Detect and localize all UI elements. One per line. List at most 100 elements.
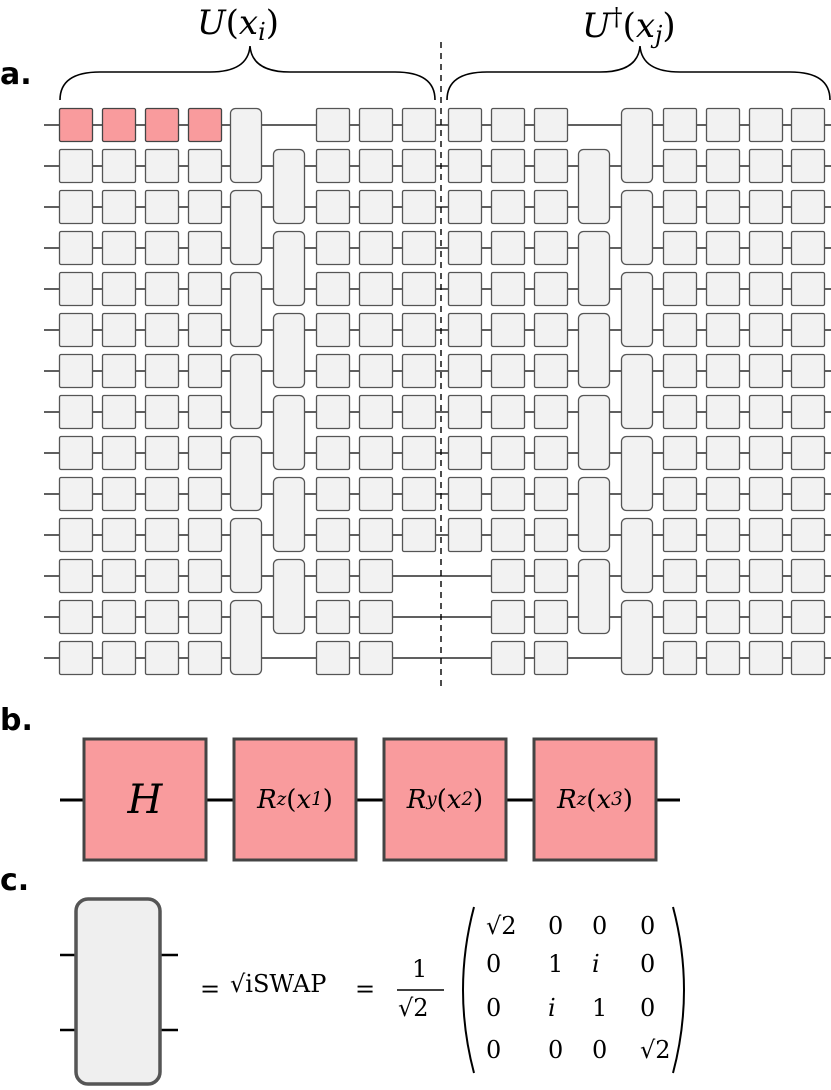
- single-qubit-gate: [101, 353, 137, 389]
- single-qubit-gate: [187, 435, 223, 471]
- single-qubit-gate: [705, 189, 741, 225]
- single-qubit-gate: [748, 230, 784, 266]
- single-qubit-gate: [187, 476, 223, 512]
- single-qubit-gate: [401, 394, 437, 430]
- single-qubit-gate: [358, 476, 394, 512]
- single-qubit-gate: [447, 107, 483, 143]
- single-qubit-gate: [315, 435, 351, 471]
- single-qubit-gate: [748, 558, 784, 594]
- single-qubit-gate: [447, 230, 483, 266]
- iswap-entangler: [577, 230, 611, 307]
- single-qubit-gate: [101, 517, 137, 553]
- single-qubit-gate: [447, 394, 483, 430]
- single-qubit-gate: [662, 353, 698, 389]
- matrix-cell: 0: [548, 912, 564, 940]
- single-qubit-gate: [705, 517, 741, 553]
- single-qubit-gate: [401, 312, 437, 348]
- single-qubit-gate: [144, 640, 180, 676]
- single-qubit-gate: [533, 599, 569, 635]
- single-qubit-gate: [101, 599, 137, 635]
- single-qubit-gate: [490, 517, 526, 553]
- single-qubit-gate: [705, 558, 741, 594]
- single-qubit-gate: [401, 148, 437, 184]
- iswap-entangler: [229, 271, 263, 348]
- single-qubit-gate: [58, 353, 94, 389]
- matrix-cell: 0: [592, 1036, 608, 1064]
- encoding-unitary-label: U(xi): [197, 3, 279, 46]
- rz-x1-gate: [232, 737, 358, 862]
- single-qubit-gate: [790, 312, 826, 348]
- single-qubit-gate: [101, 394, 137, 430]
- matrix-cell: 0: [486, 1036, 502, 1064]
- single-qubit-gate: [315, 353, 351, 389]
- single-qubit-gate: [748, 640, 784, 676]
- single-qubit-gate: [358, 353, 394, 389]
- single-qubit-gate: [490, 148, 526, 184]
- single-qubit-gate: [187, 189, 223, 225]
- single-qubit-gate: [58, 312, 94, 348]
- iswap-entangler: [229, 599, 263, 676]
- single-qubit-gate: [101, 230, 137, 266]
- equation-equals-2: =: [355, 975, 376, 1003]
- iswap-entangler: [229, 517, 263, 594]
- single-qubit-gate: [447, 353, 483, 389]
- single-qubit-gate: [401, 189, 437, 225]
- single-qubit-gate: [187, 148, 223, 184]
- iswap-entangler: [272, 476, 306, 553]
- single-qubit-gate: [144, 435, 180, 471]
- single-qubit-gate: [705, 271, 741, 307]
- iswap-gate: [74, 897, 162, 1086]
- single-qubit-gate: [533, 476, 569, 512]
- single-qubit-gate: [533, 230, 569, 266]
- single-qubit-gate: [490, 599, 526, 635]
- single-qubit-gate: [447, 271, 483, 307]
- single-qubit-gate: [58, 640, 94, 676]
- single-qubit-gate: [401, 230, 437, 266]
- single-qubit-gate: [662, 517, 698, 553]
- single-qubit-gate: [58, 148, 94, 184]
- single-qubit-gate: [748, 271, 784, 307]
- iswap-definition: [60, 897, 685, 1086]
- single-qubit-gate: [705, 148, 741, 184]
- rz-x3-gate: [532, 737, 658, 862]
- single-qubit-gate: [358, 107, 394, 143]
- iswap-entangler: [577, 558, 611, 635]
- panel-label-a: a.: [0, 57, 32, 92]
- encoding-gate: [144, 107, 180, 143]
- single-qubit-gate: [790, 517, 826, 553]
- single-qubit-gate: [358, 517, 394, 553]
- single-qubit-gate: [58, 558, 94, 594]
- single-qubit-gate: [790, 107, 826, 143]
- matrix-cell: 1: [548, 950, 564, 978]
- single-qubit-gate: [101, 148, 137, 184]
- inverse-unitary-label: U†(xj): [582, 3, 676, 49]
- single-qubit-gate: [748, 476, 784, 512]
- single-qubit-gate: [315, 148, 351, 184]
- single-qubit-gate: [447, 312, 483, 348]
- single-qubit-gate: [533, 353, 569, 389]
- single-qubit-gate: [790, 353, 826, 389]
- single-qubit-gate: [662, 230, 698, 266]
- single-qubit-gate: [790, 394, 826, 430]
- single-qubit-gate: [447, 476, 483, 512]
- single-qubit-gate: [533, 107, 569, 143]
- single-qubit-gate: [187, 558, 223, 594]
- single-qubit-gate: [358, 435, 394, 471]
- single-qubit-gate: [58, 189, 94, 225]
- iswap-entangler: [272, 230, 306, 307]
- matrix-cell: √2: [486, 912, 517, 940]
- single-qubit-gate: [401, 476, 437, 512]
- iswap-entangler: [229, 435, 263, 512]
- prefactor-numerator: 1: [412, 955, 428, 983]
- brace-encoding: [59, 45, 436, 101]
- single-qubit-gate: [662, 640, 698, 676]
- single-qubit-gate: [144, 189, 180, 225]
- single-qubit-gate: [58, 517, 94, 553]
- iswap-entangler: [620, 353, 654, 430]
- iswap-name-text: √iSWAP: [230, 970, 327, 998]
- single-qubit-gate: [144, 599, 180, 635]
- encoding-gate: [101, 107, 137, 143]
- single-qubit-gate: [748, 435, 784, 471]
- single-qubit-gate: [748, 107, 784, 143]
